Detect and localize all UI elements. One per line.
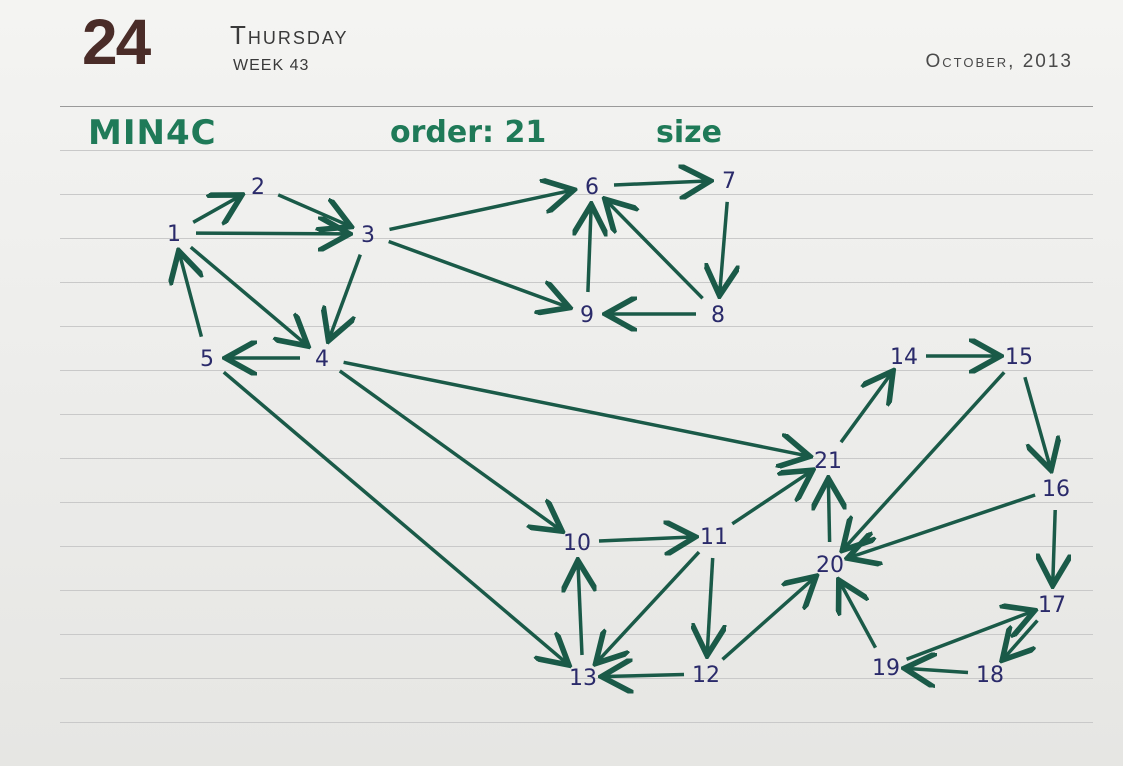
edge-11-to-21	[731, 472, 809, 526]
node-14: 14	[890, 345, 918, 370]
node-13: 13	[569, 666, 597, 691]
node-6: 6	[585, 175, 599, 200]
edge-15-to-16	[1023, 376, 1050, 467]
ruled-line	[60, 414, 1093, 415]
graph-name: MIN4C	[88, 113, 217, 153]
node-2: 2	[251, 175, 265, 200]
edges-layer	[180, 181, 1056, 677]
node-17: 17	[1038, 593, 1066, 618]
edge-19-to-17	[905, 612, 1032, 661]
size-label: size	[656, 115, 722, 150]
edge-3-to-6	[389, 191, 571, 232]
ruled-line	[60, 634, 1093, 635]
node-18: 18	[976, 663, 1004, 688]
edge-3-to-4	[330, 253, 362, 338]
edge-3-to-9	[388, 239, 567, 307]
week-number: WEEK 43	[233, 57, 310, 74]
ruled-line	[60, 370, 1093, 371]
node-16: 16	[1042, 477, 1070, 502]
node-3: 3	[361, 223, 375, 248]
node-21: 21	[814, 449, 842, 474]
edge-6-to-7	[613, 181, 707, 185]
ruled-line	[60, 282, 1093, 283]
edge-20-to-21	[828, 482, 829, 543]
node-10: 10	[563, 531, 591, 556]
node-11: 11	[700, 525, 728, 550]
weekday: Thursday	[230, 20, 349, 50]
node-20: 20	[816, 553, 844, 578]
edge-11-to-13	[598, 550, 701, 661]
edge-8-to-6	[607, 202, 704, 300]
node-15: 15	[1005, 345, 1033, 370]
ruled-line	[60, 150, 1093, 151]
edge-4-to-21	[343, 360, 807, 455]
node-7: 7	[722, 169, 736, 194]
edge-13-to-10	[578, 564, 582, 656]
month-year: October, 2013	[925, 51, 1073, 72]
node-4: 4	[315, 347, 329, 372]
edge-11-to-12	[707, 557, 712, 652]
order-label: order: 21	[390, 115, 547, 150]
ruled-line	[60, 722, 1093, 723]
node-8: 8	[711, 303, 725, 328]
node-9: 9	[580, 303, 594, 328]
edge-9-to-6	[588, 208, 591, 293]
edge-19-to-20	[841, 583, 878, 649]
edge-7-to-8	[720, 201, 727, 292]
node-19: 19	[872, 656, 900, 681]
edge-21-to-14	[839, 374, 891, 444]
edge-16-to-20	[851, 493, 1036, 557]
edge-12-to-13	[605, 675, 685, 677]
ruled-line	[60, 458, 1093, 459]
edge-18-to-19	[908, 669, 969, 673]
ruled-line	[60, 502, 1093, 503]
edge-4-to-10	[338, 369, 559, 529]
header-rule	[60, 106, 1093, 107]
edge-10-to-11	[598, 537, 692, 541]
edge-1-to-2	[192, 197, 239, 223]
edge-2-to-3	[277, 193, 348, 225]
edge-12-to-20	[721, 579, 814, 661]
ruled-line	[60, 678, 1093, 679]
edge-1-to-3	[195, 233, 346, 234]
edge-17-to-18	[1005, 619, 1039, 658]
node-1: 1	[167, 222, 181, 247]
node-12: 12	[692, 663, 720, 688]
edge-5-to-13	[222, 370, 566, 663]
edge-5-to-1	[180, 254, 202, 338]
day-number: 24	[82, 6, 151, 78]
ruled-line	[60, 238, 1093, 239]
node-5: 5	[200, 347, 214, 372]
edge-16-to-17	[1053, 509, 1055, 582]
edge-1-to-4	[189, 245, 305, 344]
edge-15-to-20	[845, 371, 1006, 547]
ruled-line	[60, 546, 1093, 547]
ruled-line	[60, 326, 1093, 327]
